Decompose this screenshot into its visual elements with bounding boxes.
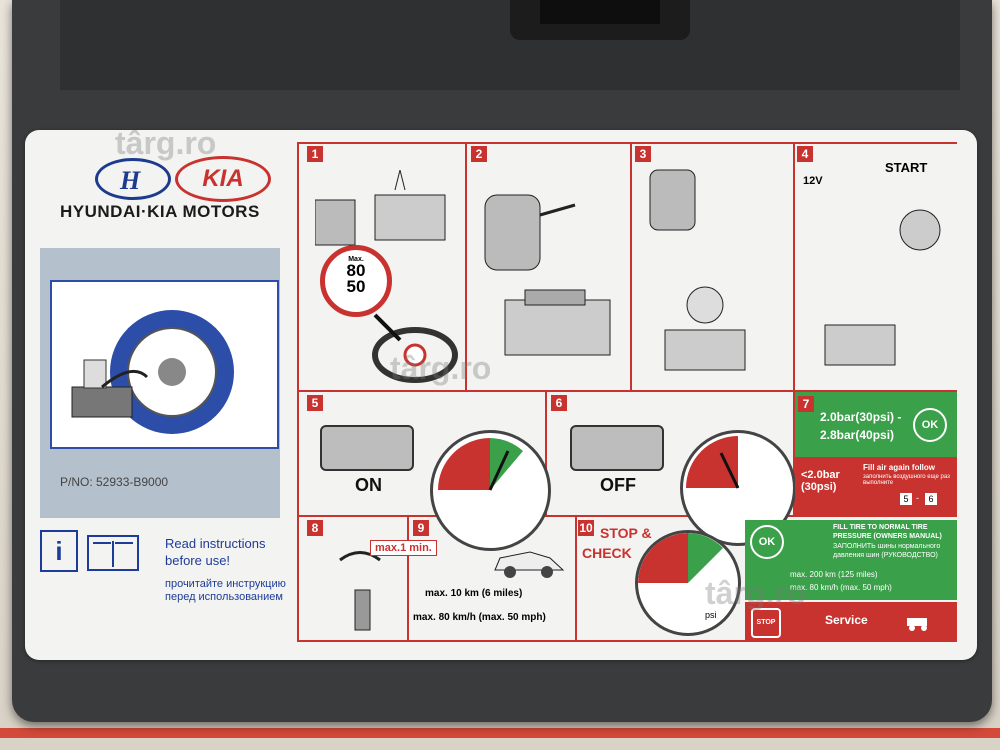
step-7-ok-icon: OK <box>913 408 947 442</box>
read-instructions-ru-text: прочитайте инструкцию перед использовани… <box>165 578 286 603</box>
step-10-fill-tire-ru-1: ЗАПОЛНИТЬ шины нормального <box>833 543 941 550</box>
grid-line-v4 <box>545 390 547 515</box>
step-8-number: 8 <box>307 520 323 536</box>
step-10-number: 10 <box>578 520 594 536</box>
kia-logo: KIA <box>175 156 271 202</box>
pressure-gauge-on <box>430 430 551 551</box>
speed-limit-mph: 50 <box>346 277 366 296</box>
step-2-number: 2 <box>471 146 487 162</box>
step-8-max-time: max.1 min. <box>370 540 437 556</box>
step-7-refill-step-a: 5 <box>900 493 912 505</box>
step-9-speed: max. 80 km/h (max. 50 mph) <box>413 612 546 623</box>
step-3-number: 3 <box>635 146 651 162</box>
steering-wheel-illustration <box>365 310 460 385</box>
step-5-number: 5 <box>307 395 323 411</box>
grid-line-v6 <box>575 515 577 640</box>
grid-line-v1 <box>465 142 467 392</box>
speed-limit-sign: Max. 80 50 <box>320 245 392 317</box>
step-7-ok-panel: 7 2.0bar(30psi) - 2.8bar(40psi) OK <box>795 392 957 457</box>
step-10-max-speed: max. 80 km/h (max. 50 mph) <box>790 583 892 592</box>
tow-truck-icon <box>905 610 935 632</box>
speed-limit-max: Max. <box>348 256 364 263</box>
kit-illustration <box>50 280 279 449</box>
step-4-voltage: 12V <box>803 175 823 187</box>
grid-line-top <box>297 142 957 144</box>
speed-limit-kmh: 80 <box>346 261 366 280</box>
step-10-check-label: CHECK <box>582 545 632 561</box>
step-6-number: 6 <box>551 395 567 411</box>
step-7-pressure-line2: 2.8bar(40psi) <box>820 428 895 442</box>
step-4-start-label: START <box>885 160 928 175</box>
step-6-off-label: OFF <box>600 475 636 495</box>
plug-in-start-illustration <box>805 200 955 380</box>
watermark-bottom: târg.ro <box>705 575 807 611</box>
step-10-service-panel: STOP Service <box>745 602 957 640</box>
grid-line-v3 <box>793 142 795 517</box>
step-7-refill-dash: - <box>916 493 919 503</box>
pressure-gauge-off <box>680 430 796 546</box>
hyundai-logo-icon: H <box>95 158 171 200</box>
switch-off-illustration <box>570 425 664 471</box>
manual-book-icon <box>87 535 139 571</box>
stop-sign-icon: STOP <box>751 608 781 638</box>
red-stripe-bottom <box>0 728 1000 738</box>
svg-text:H: H <box>119 166 141 195</box>
step-9-number: 9 <box>413 520 429 536</box>
step-7-refill-step-b: 6 <box>925 493 937 505</box>
step-7-refill-panel: <2.0bar (30psi) Fill air again follow за… <box>795 457 957 515</box>
info-icon: i <box>40 530 78 572</box>
instruction-label: H KIA HYUNDAI·KIA MOTORS P/NO: 52933-B90… <box>25 130 977 660</box>
grid-line-bottom <box>297 640 957 642</box>
compressor-unpack-illustration <box>314 169 455 250</box>
step-7-pressure-line1: 2.0bar(30psi) - <box>820 410 902 424</box>
step-10-fill-tire-1: FILL TIRE TO NORMAL TIRE <box>833 524 928 531</box>
step-7-refill-text: Fill air again follow <box>863 463 936 472</box>
driving-car-icon <box>485 540 570 580</box>
step-10-stop-label: STOP & <box>600 525 652 541</box>
step-10-ok-icon: OK <box>750 525 784 559</box>
step-4-number: 4 <box>797 146 813 162</box>
remove-bottle-illustration <box>310 540 405 635</box>
step-9-distance: max. 10 km (6 miles) <box>425 588 523 599</box>
watermark-top: târg.ro <box>115 130 217 161</box>
step-7-under-pressure: <2.0bar (30psi) <box>801 469 840 493</box>
step-10-service-label: Service <box>825 613 868 627</box>
sealant-bottle-illustration <box>475 165 585 275</box>
step-10-fill-tire-ru-2: давления шин (РУКОВОДСТВО) <box>833 552 938 559</box>
connect-hose-illustration <box>640 160 785 385</box>
step-1-number: 1 <box>307 146 323 162</box>
step-5-on-label: ON <box>355 475 382 495</box>
step-7-refill-ru: заполнить воздушного еще раз выполните <box>863 474 950 486</box>
step-10-fill-tire-2: PRESSURE (OWNERS MANUAL) <box>833 533 942 540</box>
case-handle-recess <box>540 0 660 24</box>
compressor-illustration <box>500 280 620 360</box>
pressure-gauge-check <box>635 530 741 636</box>
switch-on-illustration <box>320 425 414 471</box>
grid-line-v5 <box>407 515 409 640</box>
gauge-unit: psi <box>705 610 717 620</box>
grid-line-v2 <box>630 142 632 392</box>
brand-title: HYUNDAI·KIA MOTORS <box>60 202 260 221</box>
step-7-number: 7 <box>798 396 814 412</box>
watermark-middle: târg.ro <box>390 350 492 386</box>
part-number: P/NO: 52933-B9000 <box>60 475 169 489</box>
step-10-ok-panel: OK FILL TIRE TO NORMAL TIRE PRESSURE (OW… <box>745 520 957 600</box>
grid-line-mid1 <box>297 390 957 392</box>
read-instructions-text: Read instructions before use! <box>165 536 266 568</box>
grid-line-left <box>297 142 299 642</box>
grid-line-mid2 <box>297 515 957 517</box>
step-10-max-distance: max. 200 km (125 miles) <box>790 570 878 579</box>
